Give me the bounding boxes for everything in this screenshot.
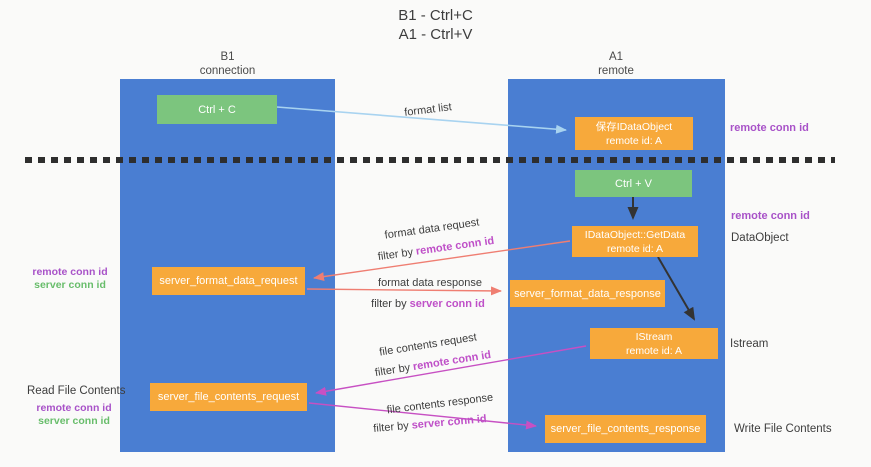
lane-a1-subtitle: remote: [598, 65, 634, 77]
label-remote-conn-id-mid: remote conn id: [731, 210, 810, 222]
node-istream-line1: IStream: [635, 330, 673, 343]
dashed-divider: [25, 157, 835, 163]
label-remote-conn-id-left1: remote conn id: [32, 266, 108, 278]
node-getdata-line2: remote id: A: [606, 242, 664, 255]
node-server-format-data-response-label: server_format_data_response: [514, 287, 661, 300]
node-getdata-line1: IDataObject::GetData: [584, 228, 686, 241]
title-line-2: A1 - Ctrl+V: [398, 26, 473, 43]
node-ctrl-v-label: Ctrl + V: [615, 177, 652, 190]
label-istream: Istream: [730, 338, 769, 350]
title-line-1: B1 - Ctrl+C: [398, 7, 473, 24]
filter-by-text: filter by: [374, 361, 412, 380]
flow-label-format-data-response: format data response: [378, 277, 482, 289]
node-server-file-contents-request: server_file_contents_request: [150, 383, 307, 411]
node-ctrl-c-label: Ctrl + C: [198, 103, 236, 116]
node-ctrl-c: Ctrl + C: [157, 95, 277, 124]
label-server-conn-id-left2: server conn id: [38, 415, 110, 427]
node-save-idataobject: 保存IDataObject remote id: A: [575, 117, 693, 150]
label-remote-conn-id-top: remote conn id: [730, 122, 809, 134]
filter-by-text: filter by: [377, 246, 414, 264]
label-remote-conn-id-left2: remote conn id: [36, 402, 112, 414]
diagram-title: B1 - Ctrl+C A1 - Ctrl+V: [0, 6, 871, 44]
label-write-file-contents: Write File Contents: [734, 423, 832, 435]
node-server-format-data-request-label: server_format_data_request: [159, 275, 298, 287]
filter-by-text: filter by: [372, 419, 410, 435]
node-save-idataobject-line2: remote id: A: [605, 134, 663, 147]
node-idataobject-getdata: IDataObject::GetData remote id: A: [572, 226, 698, 257]
label-server-conn-id-left1: server conn id: [34, 279, 106, 291]
conn-id-group-file: remote conn id server conn id: [22, 402, 126, 428]
node-server-file-contents-response: server_file_contents_response: [545, 415, 706, 443]
node-server-file-contents-request-label: server_file_contents_request: [157, 391, 300, 403]
filter-by-text: filter by: [371, 298, 407, 310]
filter-remote-conn-id-1: remote conn id: [415, 234, 495, 258]
lane-b1-subtitle: connection: [199, 65, 256, 77]
arrow-format-data-response: [306, 286, 502, 296]
label-dataobject: DataObject: [731, 232, 789, 244]
lane-b1-name: B1: [220, 51, 235, 63]
filter-server-conn-id-1: server conn id: [409, 298, 485, 310]
filter-remote-conn-id-2: remote conn id: [412, 348, 492, 374]
label-read-file-contents: Read File Contents: [27, 385, 126, 397]
lane-a1-name: A1: [608, 51, 624, 63]
node-save-idataobject-line1: 保存IDataObject: [595, 120, 673, 133]
node-server-format-data-response: server_format_data_response: [510, 280, 665, 307]
lane-header-a1: A1 remote: [546, 50, 686, 78]
node-server-file-contents-response-label: server_file_contents_response: [550, 423, 701, 435]
conn-id-group-format: remote conn id server conn id: [18, 266, 122, 292]
flow-label-format-list: format list: [403, 101, 453, 119]
node-server-format-data-request: server_format_data_request: [152, 267, 305, 295]
node-istream: IStream remote id: A: [590, 328, 718, 359]
node-istream-line2: remote id: A: [625, 344, 683, 357]
lane-header-b1: B1 connection: [157, 50, 298, 78]
filter-server-conn-id-2: server conn id: [411, 413, 488, 432]
node-ctrl-v: Ctrl + V: [575, 170, 692, 197]
